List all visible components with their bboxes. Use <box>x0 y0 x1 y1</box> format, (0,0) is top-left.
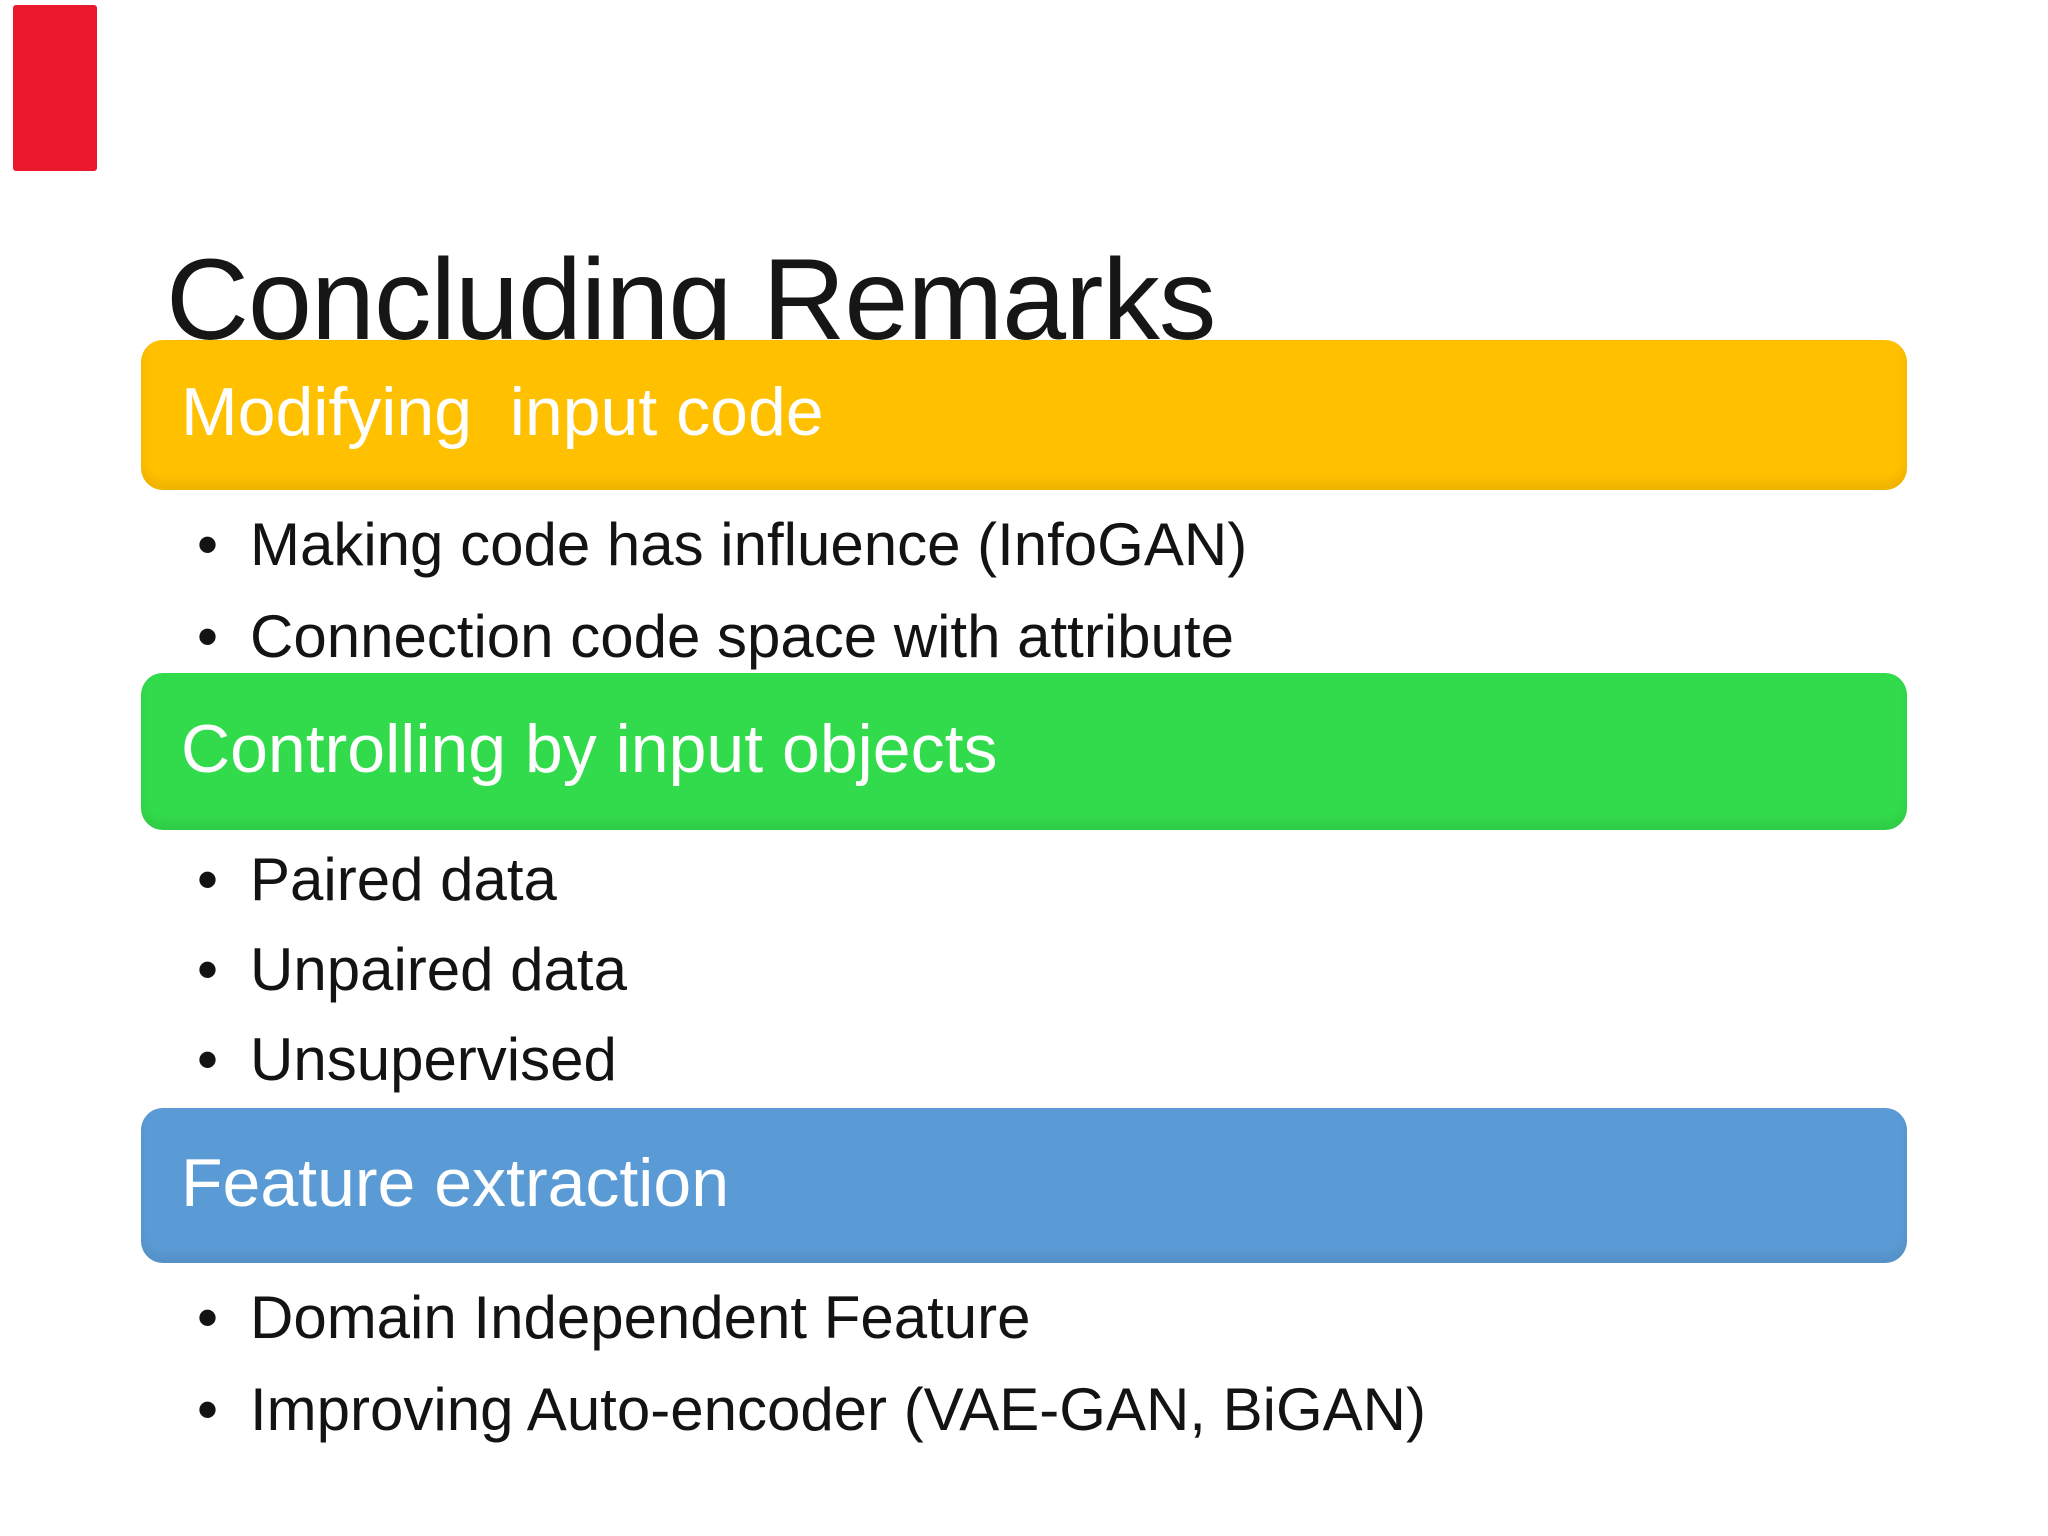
section-header-modifying-input-code: Modifying input code <box>141 340 1907 490</box>
bullet-text: Unpaired data <box>250 936 627 1003</box>
section-label: Controlling by input objects <box>181 710 998 787</box>
bullet-dot: • <box>197 936 219 1003</box>
section-label: Feature extraction <box>181 1144 730 1221</box>
bullet-dot: • <box>197 1376 219 1443</box>
section-header-controlling-by-input-objects: Controlling by input objects <box>141 673 1907 830</box>
bullet-list-modifying: • Making code has influence (InfoGAN) • … <box>183 499 1247 683</box>
bullet-item: • Domain Independent Feature <box>183 1272 1426 1364</box>
bullet-text: Unsupervised <box>250 1026 617 1093</box>
bullet-item: • Connection code space with attribute <box>183 591 1247 683</box>
bullet-item: • Unpaired data <box>183 925 627 1015</box>
bullet-dot: • <box>197 1284 219 1351</box>
bullet-dot: • <box>197 511 219 578</box>
bullet-item: • Paired data <box>183 835 627 925</box>
section-header-feature-extraction: Feature extraction <box>141 1108 1907 1263</box>
section-label: Modifying input code <box>181 374 824 450</box>
bullet-dot: • <box>197 1026 219 1093</box>
bullet-text: Domain Independent Feature <box>250 1284 1031 1351</box>
red-marker-block <box>13 5 97 171</box>
bullet-item: • Unsupervised <box>183 1015 627 1105</box>
bullet-text: Connection code space with attribute <box>250 603 1234 670</box>
bullet-dot: • <box>197 846 219 913</box>
bullet-list-controlling: • Paired data • Unpaired data • Unsuperv… <box>183 835 627 1105</box>
bullet-list-feature: • Domain Independent Feature • Improving… <box>183 1272 1426 1456</box>
bullet-dot: • <box>197 603 219 670</box>
bullet-item: • Improving Auto-encoder (VAE-GAN, BiGAN… <box>183 1364 1426 1456</box>
bullet-text: Improving Auto-encoder (VAE-GAN, BiGAN) <box>250 1376 1426 1443</box>
bullet-text: Making code has influence (InfoGAN) <box>250 511 1248 578</box>
bullet-item: • Making code has influence (InfoGAN) <box>183 499 1247 591</box>
bullet-text: Paired data <box>250 846 557 913</box>
